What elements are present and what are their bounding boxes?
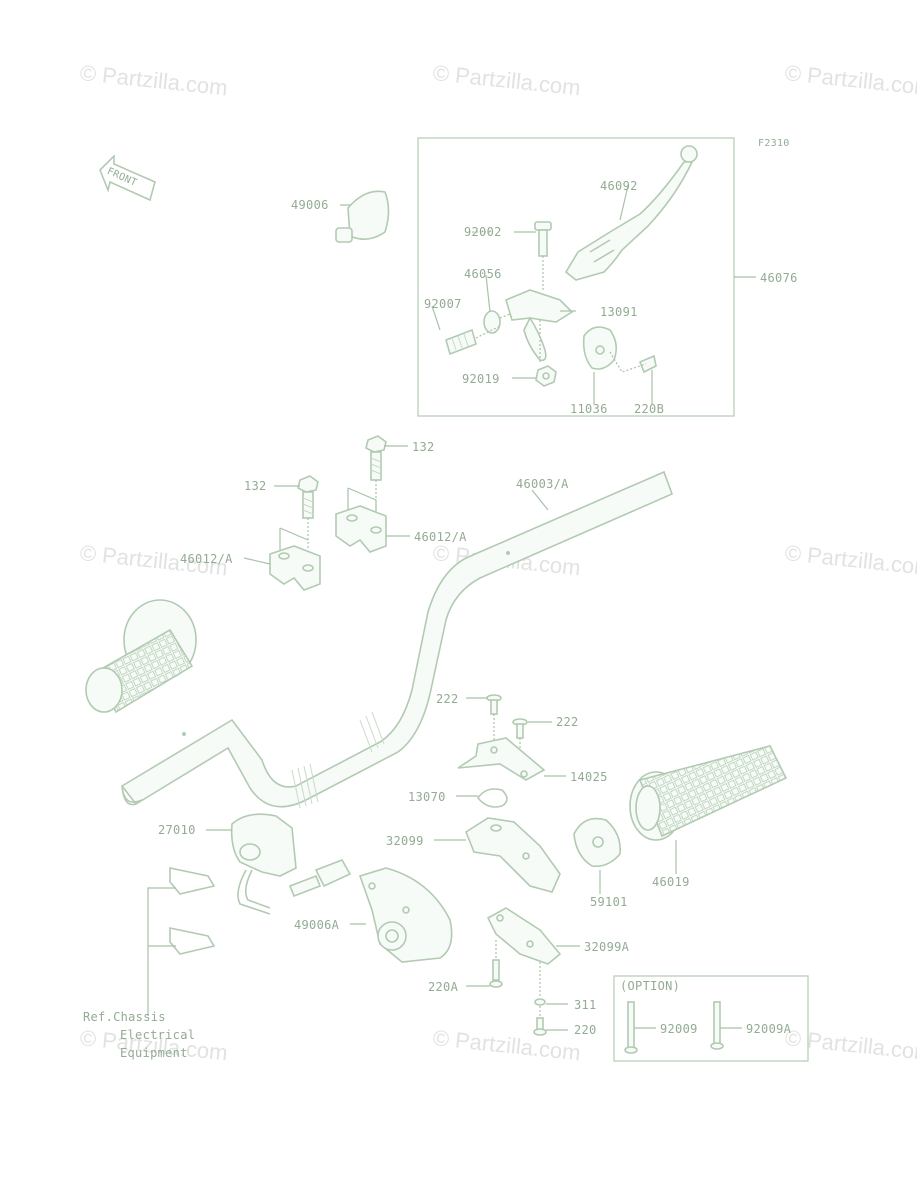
washer-311 [534,998,546,1006]
part-label-46003: 46003/A [516,477,569,491]
pivot-bolt-92002 [534,221,552,257]
throttle-case-32099 [465,817,561,893]
clip-13070 [477,788,508,808]
adjuster-46056 [483,310,501,334]
part-label-13091: 13091 [600,305,638,319]
screw-222-b [512,718,528,739]
ref-note-line-1: Ref.Chassis [83,1010,166,1024]
clamp-11036 [582,326,618,370]
front-arrow-icon [99,154,156,202]
part-label-132-upper: 132 [412,440,435,454]
switch-27010 [230,813,297,915]
part-label-32099: 32099 [386,834,424,848]
part-label-92019: 92019 [462,372,500,386]
part-label-46019: 46019 [652,875,690,889]
lever-holder-13091 [505,289,574,362]
screw-222-a [486,694,502,715]
part-label-49006a: 49006A [294,918,340,932]
bolt-220b [638,354,657,374]
part-label-13070: 13070 [408,790,446,804]
throttle-pulley-59101 [573,817,622,868]
part-label-11036: 11036 [570,402,608,416]
ref-note-line-2: Electrical [120,1028,196,1042]
part-label-92009: 92009 [660,1022,698,1036]
throttle-case-32099a [486,907,562,965]
nut-92019 [535,365,557,387]
handlebar-holder-upper [335,505,387,553]
part-label-220: 220 [574,1023,597,1037]
bolt-132-b [297,475,319,519]
cable-tie-b [169,927,216,955]
part-label-92007: 92007 [424,297,462,311]
bolt-92009 [624,1001,638,1054]
handlebar-46003 [120,470,674,809]
part-label-222-upper: 222 [436,692,459,706]
part-label-27010: 27010 [158,823,196,837]
part-label-220a: 220A [428,980,459,994]
part-label-46012-lower: 46012/A [180,552,233,566]
bolt-132-a [365,435,387,481]
screw-92007 [445,328,477,356]
throttle-housing-49006a [358,867,453,963]
right-grip-46019 [629,745,788,841]
handlebar-holder-lower [269,545,321,591]
part-label-222-lower: 222 [556,715,579,729]
connector [288,859,352,898]
cable-tie-a [169,867,216,895]
figure-code: F2310 [758,138,790,149]
end-cap-49006 [335,190,390,243]
part-label-46076: 46076 [760,271,798,285]
part-label-14025: 14025 [570,770,608,784]
ref-note-line-3: Equipment [120,1046,188,1060]
part-label-46092: 46092 [600,179,638,193]
part-label-59101: 59101 [590,895,628,909]
option-box [613,975,809,1062]
part-label-311: 311 [574,998,597,1012]
part-label-46012-upper: 46012/A [414,530,467,544]
left-grip [85,599,197,714]
part-label-92002: 92002 [464,225,502,239]
clutch-lever-46092 [564,145,698,281]
part-label-32099a: 32099A [584,940,630,954]
bolt-220a [489,959,503,988]
part-label-49006: 49006 [291,198,329,212]
part-label-92009a: 92009A [746,1022,792,1036]
bolt-92009a [710,1001,724,1050]
bolt-220 [533,1017,547,1036]
bracket-14025 [457,737,546,781]
part-label-132-lower: 132 [244,479,267,493]
part-label-220b: 220B [634,402,665,416]
option-title: (OPTION) [620,979,681,993]
part-label-46056: 46056 [464,267,502,281]
